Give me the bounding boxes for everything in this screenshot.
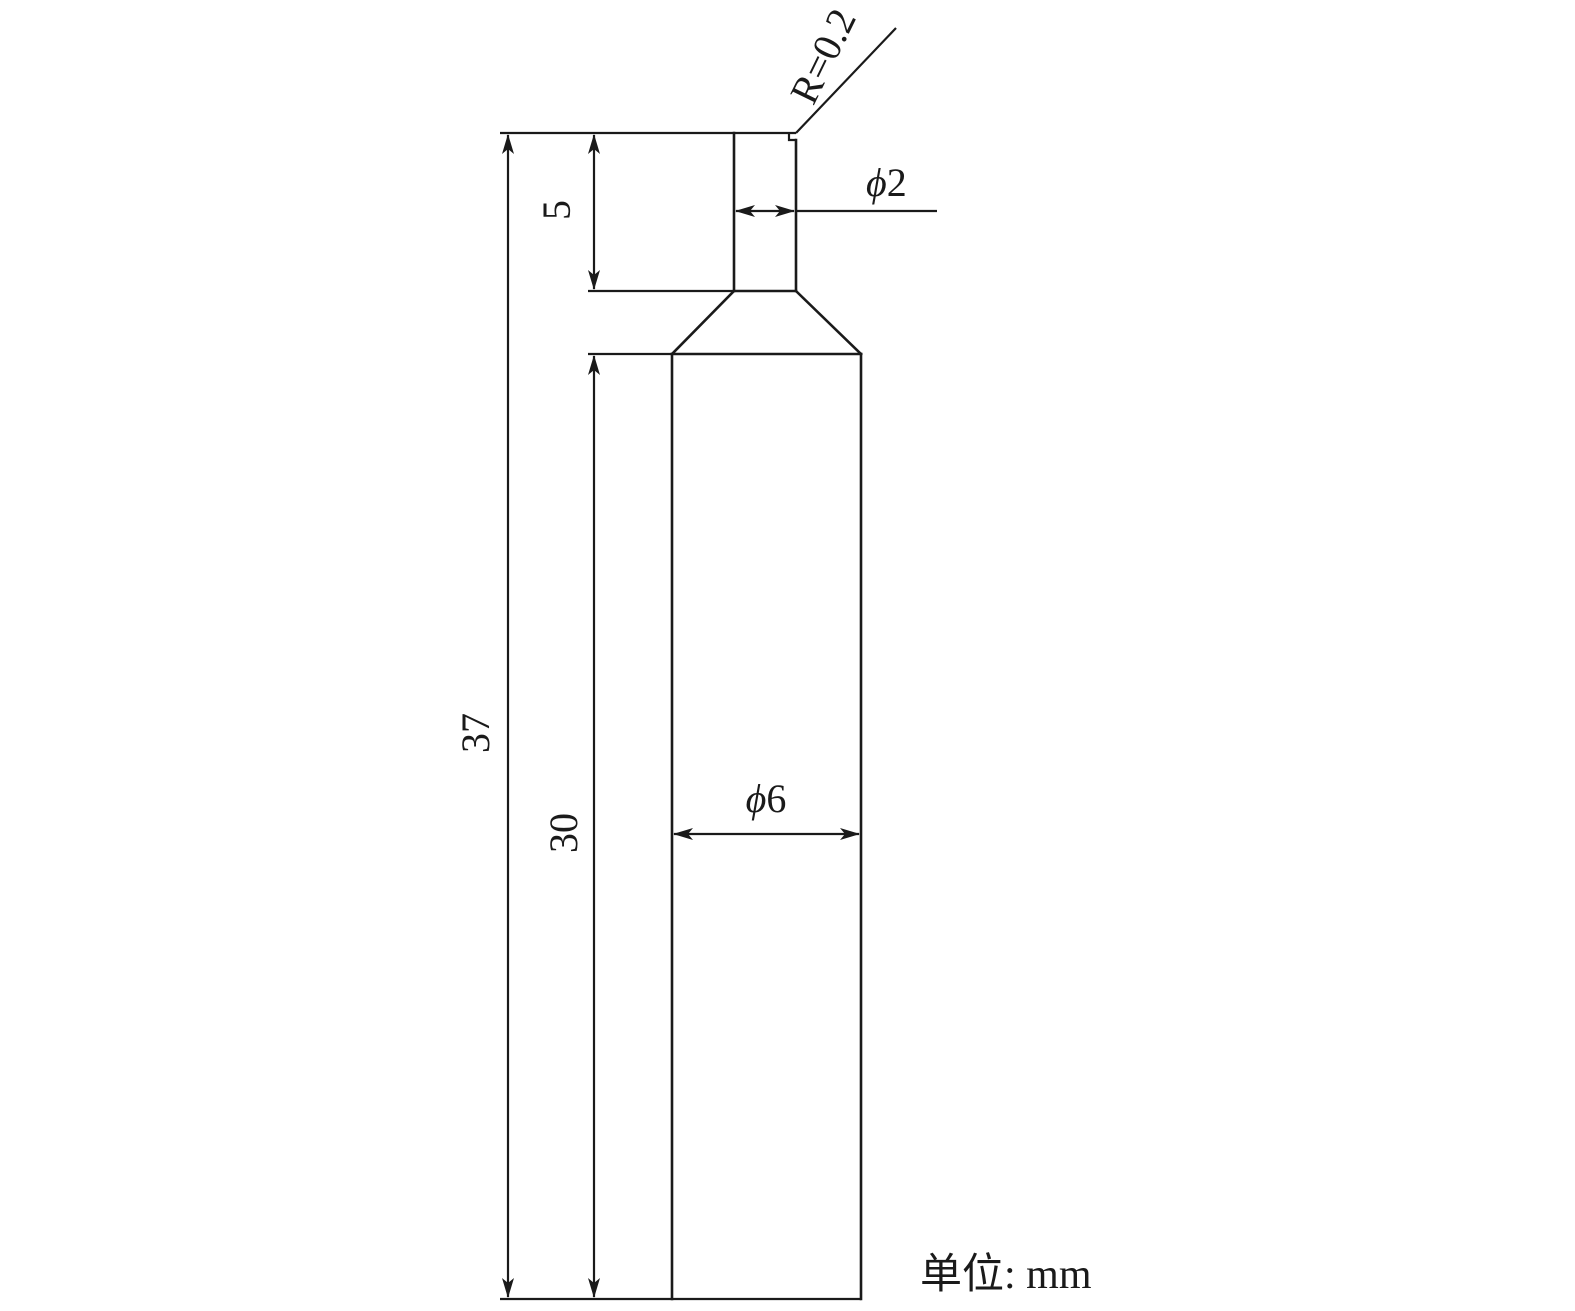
extension-lines: [500, 131, 861, 1301]
radius-leader-line: [795, 27, 897, 134]
dim-label-37: 37: [453, 713, 498, 753]
dim-label-phi2: ϕ2: [866, 160, 907, 205]
dimension-tip-diameter: ϕ2: [735, 160, 937, 217]
dim-label-phi6: ϕ6: [746, 776, 787, 821]
phi6-value: 6: [766, 776, 786, 821]
taper-left-edge: [670, 289, 736, 356]
phi-symbol-shank: ϕ: [746, 776, 767, 821]
dimension-tip-length: 5: [534, 134, 600, 290]
dimension-total-length: 37: [453, 134, 514, 1298]
part-outline: [670, 131, 863, 1301]
unit-label: 单位: mm: [920, 1251, 1092, 1298]
dim-label-30: 30: [541, 813, 586, 853]
dimension-shank-diameter: ϕ6: [673, 776, 860, 840]
phi-symbol-tip: ϕ: [866, 160, 887, 205]
dim-label-5: 5: [534, 200, 579, 220]
tip-corner-radius: [787, 133, 796, 142]
taper-right-edge: [794, 289, 863, 356]
dimension-shank-length: 30: [541, 355, 600, 1298]
radius-callout: R=0.2: [781, 2, 897, 134]
phi2-value: 2: [887, 160, 907, 205]
radius-label: R=0.2: [781, 2, 865, 111]
